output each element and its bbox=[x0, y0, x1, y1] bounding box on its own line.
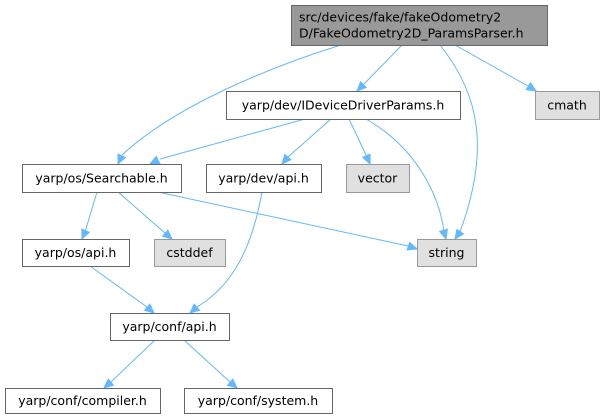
edge-line bbox=[157, 191, 409, 247]
arrowhead-icon bbox=[281, 153, 292, 165]
node-label: vector bbox=[358, 171, 399, 186]
node-label: yarp/conf/system.h bbox=[198, 393, 318, 408]
node-box bbox=[110, 313, 230, 341]
arrowhead-icon bbox=[81, 228, 91, 241]
edge-idriverparams-to-devapi bbox=[281, 118, 332, 165]
edge-line bbox=[110, 339, 156, 383]
node-box bbox=[154, 239, 226, 267]
node-box bbox=[417, 239, 477, 267]
node-box bbox=[22, 239, 130, 267]
edge-line bbox=[454, 44, 529, 87]
node-label: cmath bbox=[547, 98, 587, 113]
edges-layer bbox=[81, 44, 538, 389]
node-box bbox=[346, 164, 410, 193]
arrowhead-icon bbox=[438, 228, 448, 241]
arrowhead-icon bbox=[143, 303, 155, 314]
node-label: cstddef bbox=[166, 245, 213, 260]
node-osapi[interactable]: yarp/os/api.h bbox=[22, 239, 130, 267]
edge-line bbox=[196, 191, 263, 308]
node-label: D/FakeOdometry2D_ParamsParser.h bbox=[299, 26, 524, 41]
edge-line bbox=[365, 118, 445, 233]
arrowhead-icon bbox=[103, 378, 115, 389]
nodes-layer: src/devices/fake/fakeOdometry2D/FakeOdom… bbox=[5, 5, 600, 414]
arrowhead-icon bbox=[361, 153, 371, 166]
edge-osapi-to-confapi bbox=[89, 265, 155, 314]
node-box bbox=[5, 388, 161, 414]
edge-searchable-to-osapi bbox=[81, 191, 98, 241]
edge-line bbox=[287, 118, 332, 158]
arrowhead-icon bbox=[525, 81, 538, 92]
node-idriverparams[interactable]: yarp/dev/IDeviceDriverParams.h bbox=[226, 91, 461, 120]
arrowhead-icon bbox=[226, 378, 238, 389]
node-box bbox=[535, 91, 600, 120]
node-cmath[interactable]: cmath bbox=[535, 91, 600, 120]
edge-searchable-to-string bbox=[157, 191, 419, 251]
edge-line bbox=[121, 44, 342, 156]
node-cstddef[interactable]: cstddef bbox=[154, 239, 226, 267]
arrowhead-icon bbox=[161, 229, 173, 240]
node-box bbox=[184, 388, 333, 414]
edge-main-to-idriverparams bbox=[356, 44, 403, 92]
edge-line bbox=[117, 191, 166, 234]
node-label: string bbox=[429, 245, 465, 260]
edge-line bbox=[348, 118, 368, 158]
arrowhead-icon bbox=[454, 228, 465, 241]
edge-line bbox=[84, 191, 98, 233]
edge-idriverparams-to-string bbox=[365, 118, 448, 241]
edge-line bbox=[363, 44, 403, 85]
node-label: yarp/os/Searchable.h bbox=[35, 171, 167, 186]
arrowhead-icon bbox=[117, 153, 127, 166]
edge-idriverparams-to-searchable bbox=[148, 118, 306, 165]
node-label: src/devices/fake/fakeOdometry2 bbox=[299, 10, 501, 25]
node-label: yarp/dev/api.h bbox=[218, 171, 309, 186]
edge-main-to-string bbox=[439, 44, 478, 241]
arrowhead-icon bbox=[356, 80, 368, 92]
node-box bbox=[291, 5, 548, 46]
node-label: yarp/dev/IDeviceDriverParams.h bbox=[242, 98, 445, 113]
arrowhead-icon bbox=[148, 155, 161, 165]
node-vector[interactable]: vector bbox=[346, 164, 410, 193]
edge-main-to-searchable bbox=[117, 44, 342, 166]
edge-confapi-to-compiler bbox=[103, 339, 156, 389]
node-box bbox=[22, 164, 182, 193]
node-compiler[interactable]: yarp/conf/compiler.h bbox=[5, 388, 161, 414]
node-devapi[interactable]: yarp/dev/api.h bbox=[206, 164, 322, 193]
arrowhead-icon bbox=[406, 241, 419, 251]
node-confapi[interactable]: yarp/conf/api.h bbox=[110, 313, 230, 341]
edge-searchable-to-cstddef bbox=[117, 191, 173, 240]
edge-confapi-to-system bbox=[183, 339, 238, 389]
edge-idriverparams-to-vector bbox=[348, 118, 371, 166]
edge-line bbox=[439, 44, 478, 233]
edge-main-to-cmath bbox=[454, 44, 538, 92]
node-box bbox=[206, 164, 322, 193]
arrowhead-icon bbox=[189, 303, 201, 314]
node-label: yarp/conf/api.h bbox=[122, 319, 216, 334]
node-searchable[interactable]: yarp/os/Searchable.h bbox=[22, 164, 182, 193]
node-label: yarp/conf/compiler.h bbox=[18, 393, 147, 408]
node-main[interactable]: src/devices/fake/fakeOdometry2D/FakeOdom… bbox=[291, 5, 548, 46]
node-label: yarp/os/api.h bbox=[35, 245, 117, 260]
edge-devapi-to-confapi bbox=[189, 191, 263, 314]
node-box bbox=[226, 91, 461, 120]
edge-line bbox=[89, 265, 148, 308]
edge-line bbox=[159, 118, 306, 160]
edge-line bbox=[183, 339, 231, 383]
node-string[interactable]: string bbox=[417, 239, 477, 267]
node-system[interactable]: yarp/conf/system.h bbox=[184, 388, 333, 414]
